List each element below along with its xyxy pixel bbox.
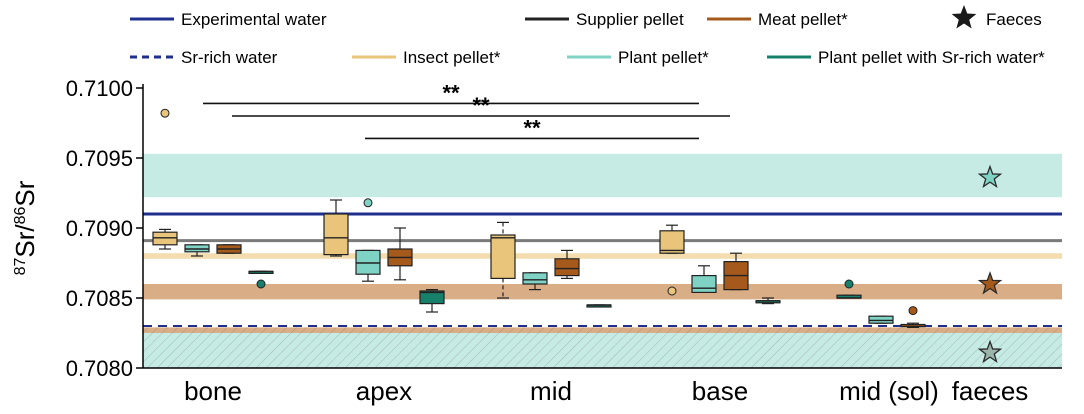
y-tick-label: 0.7080: [66, 356, 133, 381]
legend-label: Insect pellet*: [403, 48, 501, 67]
legend: Experimental water Supplier pellet Meat pe…: [130, 5, 1045, 67]
box-insect-pellet-0: [152, 108, 178, 250]
box-plant-pellet-0: [184, 244, 210, 257]
box-plant-pellet-sr-4: [836, 279, 862, 299]
legend-item-insect-pellet: Insect pellet*: [352, 48, 501, 67]
faeces-star-plant-pellet: [977, 164, 1003, 189]
reference-band: [143, 284, 1062, 300]
outlier-point: [256, 279, 266, 289]
legend-item-meat-pellet: Meat pellet*: [707, 10, 848, 29]
legend-star-icon: [951, 5, 977, 29]
reference-band-hatch: [143, 327, 1062, 333]
y-axis-label: 87Sr/86Sr: [10, 180, 40, 275]
legend-label: Plant pellet*: [618, 48, 709, 67]
box-iqr: [691, 275, 717, 294]
y-tick-label: 0.7100: [66, 76, 133, 101]
box-plant-pellet-sr-2: [586, 304, 612, 308]
faeces-star-meat-pellet: [977, 271, 1003, 295]
box-insect-pellet-3: [659, 224, 685, 296]
box-iqr: [554, 258, 580, 277]
box-plant-pellet-1: [355, 198, 381, 282]
y-axis-label-sup2: 86: [12, 206, 29, 224]
legend-label: Supplier pellet: [576, 10, 684, 29]
x-category-label: mid: [530, 376, 572, 406]
x-category-label: faeces: [952, 376, 1029, 406]
box-iqr: [522, 272, 548, 285]
box-iqr: [419, 290, 445, 305]
legend-item-supplier-pellet: Supplier pellet: [525, 10, 684, 29]
legend-label: Experimental water: [181, 10, 327, 29]
legend-label: Faeces: [986, 10, 1042, 29]
y-axis-label-main: Sr/: [10, 224, 40, 258]
reference-lines: [143, 212, 1062, 327]
box-insect-pellet-1: [323, 199, 349, 257]
significance-brackets: ** ** **: [203, 80, 730, 140]
box-plant-pellet-3: [691, 265, 717, 294]
box-meat-pellet-3: [723, 252, 749, 291]
y-tick-label: 0.7085: [66, 286, 133, 311]
legend-item-plant-pellet: Plant pellet*: [567, 48, 709, 67]
x-category-label: bone: [184, 376, 242, 406]
reference-band: [143, 153, 1062, 198]
box-meat-pellet-0: [216, 244, 242, 254]
box-insect-pellet-2: [490, 221, 516, 299]
legend-item-sr-rich-water: Sr-rich water: [130, 48, 278, 67]
axes: 0.7080 0.7085 0.7090 0.7095 0.7100 bone apex mi…: [66, 76, 1062, 406]
outlier-point: [160, 108, 170, 118]
y-tick-label: 0.7090: [66, 216, 133, 241]
box-plant-pellet-sr-0: [248, 270, 274, 289]
legend-label: Meat pellet*: [758, 10, 848, 29]
x-category-label: mid (sol): [839, 376, 939, 406]
faeces-star-plant-pellet-sr: [977, 339, 1003, 364]
box-iqr: [323, 213, 349, 256]
reference-bands: [143, 153, 1062, 368]
y-axis-label-tail: Sr: [10, 180, 40, 206]
box-plots: [152, 108, 926, 328]
box-plant-pellet-sr-3: [755, 297, 781, 305]
x-category-label: apex: [356, 376, 412, 406]
box-meat-pellet-4: [900, 306, 926, 328]
box-iqr: [490, 234, 516, 280]
legend-item-plant-pellet-sr: Plant pellet with Sr-rich water*: [767, 48, 1045, 67]
significance-label: **: [472, 93, 490, 118]
box-meat-pellet-2: [554, 249, 580, 279]
box-plant-pellet-sr-1: [419, 289, 445, 313]
outlier-point: [363, 198, 373, 208]
outlier-point: [667, 286, 677, 296]
legend-item-experimental-water: Experimental water: [130, 10, 327, 29]
outlier-point: [908, 306, 918, 316]
box-plant-pellet-4: [868, 315, 894, 324]
significance-label: **: [523, 115, 541, 140]
box-meat-pellet-1: [387, 227, 413, 281]
reference-band: [143, 253, 1062, 259]
box-plant-pellet-2: [522, 272, 548, 291]
legend-label: Sr-rich water: [181, 48, 278, 67]
y-axis-label-sup1: 87: [12, 258, 29, 276]
reference-band-hatch: [143, 333, 1062, 368]
faeces-points: [977, 164, 1003, 364]
box-iqr: [659, 230, 685, 254]
x-category-label: base: [692, 376, 748, 406]
legend-label: Plant pellet with Sr-rich water*: [818, 48, 1045, 67]
y-tick-label: 0.7095: [66, 146, 133, 171]
legend-item-faeces: Faeces: [951, 5, 1042, 29]
outlier-point: [844, 279, 854, 289]
significance-label: **: [442, 80, 460, 105]
